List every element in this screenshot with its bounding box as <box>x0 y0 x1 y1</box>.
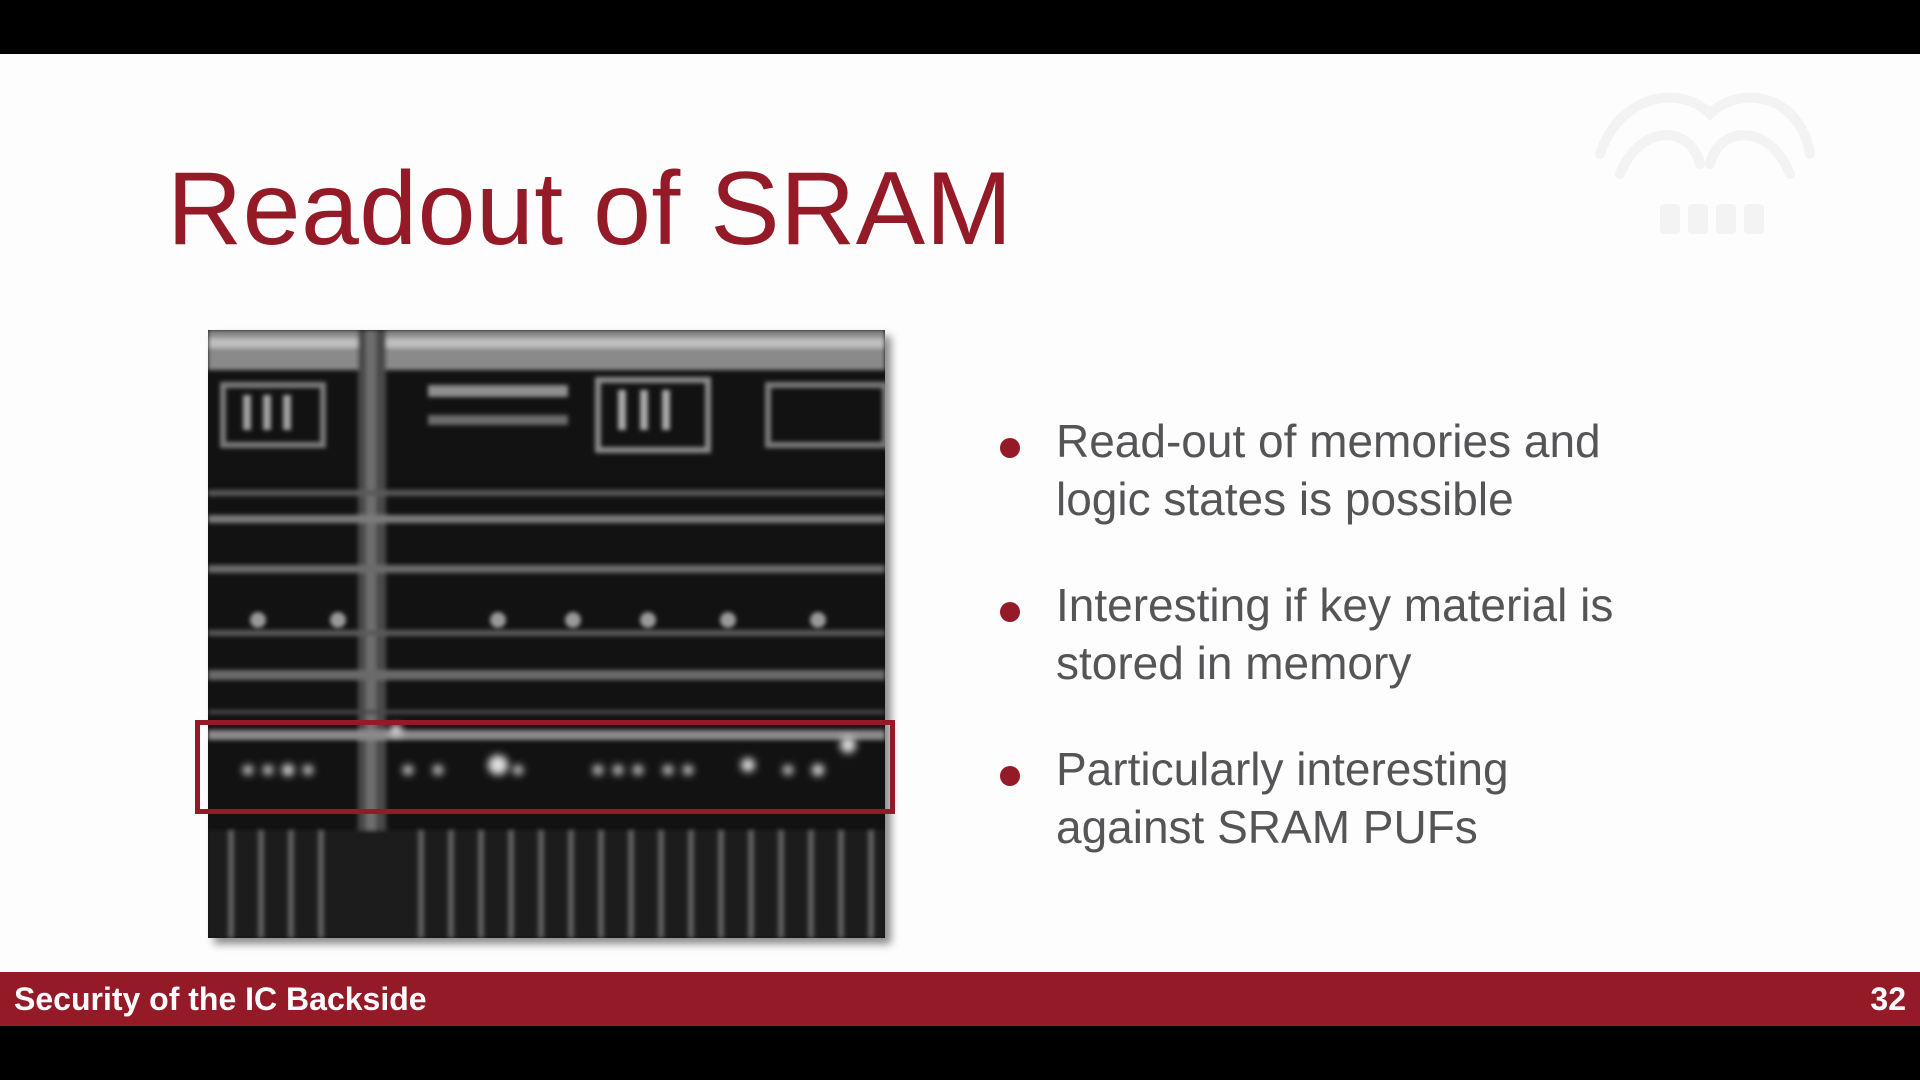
university-logo-icon <box>1595 92 1815 234</box>
bullet-dot-icon <box>1000 602 1020 622</box>
bullet-list: Read-out of memories and logic states is… <box>1000 412 1820 904</box>
bullet-dot-icon <box>1000 438 1020 458</box>
bullet-item: Read-out of memories and logic states is… <box>1000 412 1820 528</box>
bullet-text-line: Read-out of memories and <box>1056 415 1601 467</box>
bullet-dot-icon <box>1000 766 1020 786</box>
footer-title: Security of the IC Backside <box>14 981 427 1017</box>
slide-title: Readout of SRAM <box>167 151 1013 267</box>
footer-bar: Security of the IC Backside 32 <box>0 972 1920 1026</box>
bullet-text-line: Particularly interesting <box>1056 743 1509 795</box>
bullet-text-line: stored in memory <box>1056 637 1412 689</box>
bullet-text-line: Interesting if key material is <box>1056 579 1614 631</box>
sram-infrared-image <box>208 330 885 938</box>
sram-row-highlight <box>195 720 895 814</box>
bullet-text-line: against SRAM PUFs <box>1056 801 1478 853</box>
bullet-item: Particularly interesting against SRAM PU… <box>1000 740 1820 856</box>
page-number: 32 <box>1870 981 1906 1017</box>
bullet-text-line: logic states is possible <box>1056 473 1514 525</box>
slide: Readout of SRAM <box>0 54 1920 1026</box>
bullet-item: Interesting if key material is stored in… <box>1000 576 1820 692</box>
